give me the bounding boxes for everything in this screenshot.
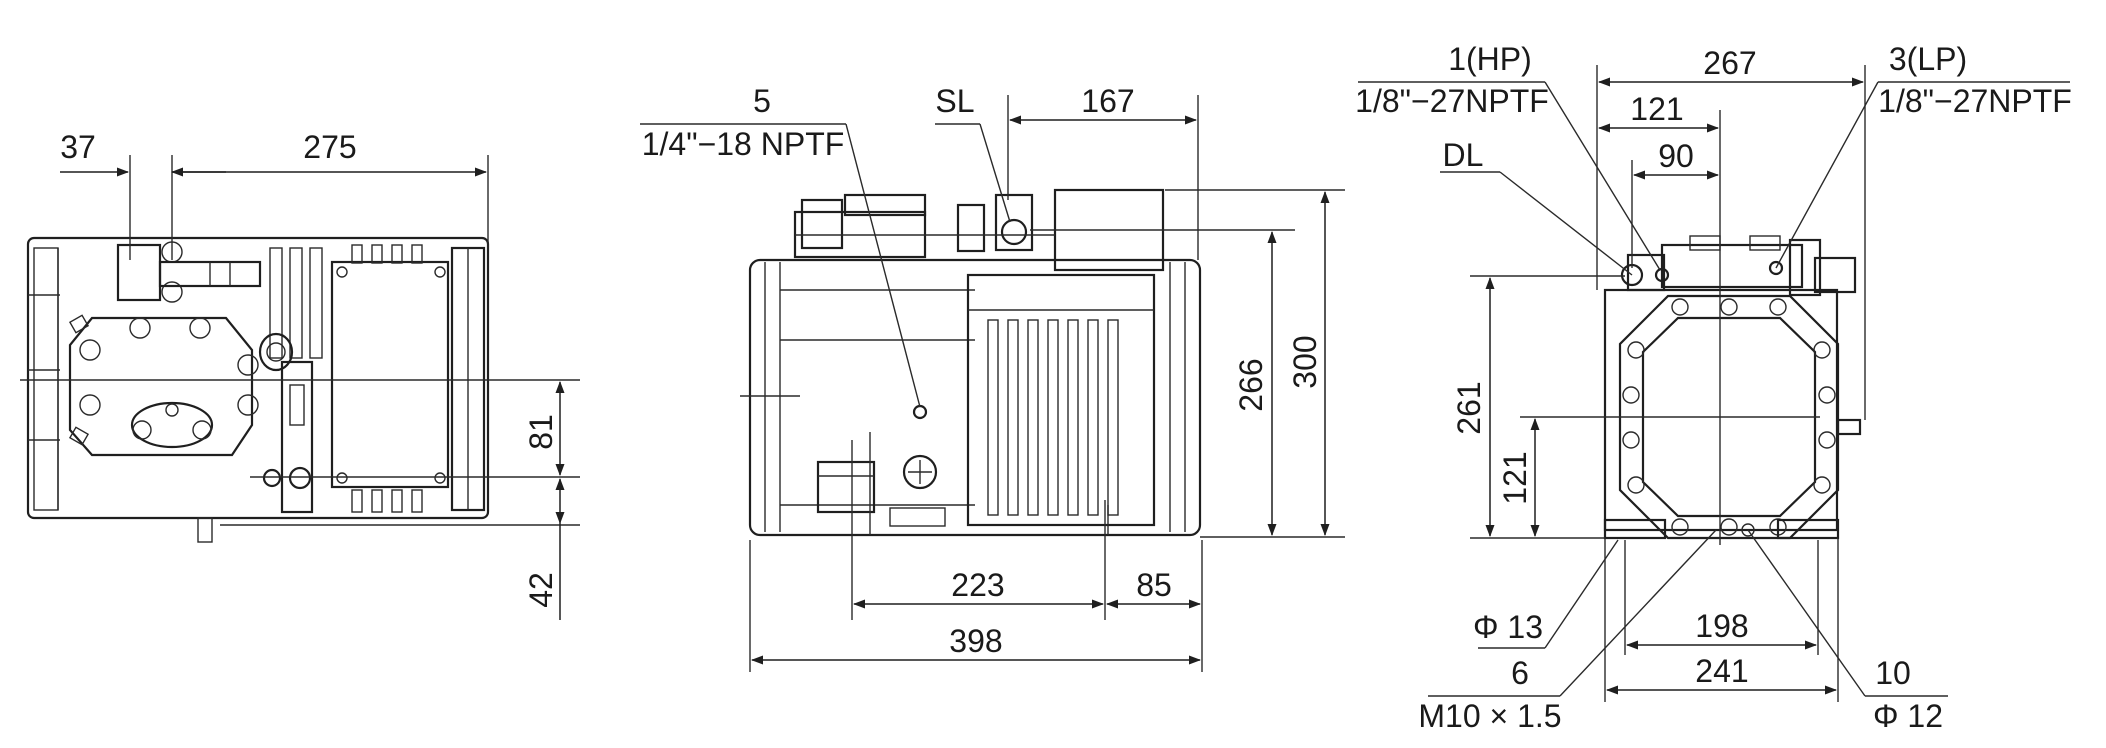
dim-266: 266: [1233, 358, 1269, 411]
dim-241: 241: [1695, 653, 1748, 689]
left-view-body: [26, 236, 490, 543]
dim-300: 300: [1287, 335, 1323, 388]
label-5: 5: [753, 83, 771, 119]
left-view-dimensions: 37 275 81 42: [20, 129, 580, 620]
label-sl: SL: [935, 83, 974, 119]
middle-view: 5 1/4"−18 NPTF SL 167 266 300: [640, 83, 1345, 672]
dim-167: 167: [1081, 83, 1134, 119]
label-phi12: Φ 12: [1873, 698, 1943, 734]
left-view: 37 275 81 42: [20, 129, 580, 620]
dim-398: 398: [949, 623, 1002, 659]
dim-121-top: 121: [1630, 91, 1683, 127]
dim-275: 275: [303, 129, 356, 165]
dim-90: 90: [1658, 138, 1694, 174]
dim-267: 267: [1703, 45, 1756, 81]
label-hp-thread: 1/8"−27NPTF: [1355, 83, 1549, 119]
label-npt: 1/4"−18 NPTF: [642, 126, 845, 162]
dim-198: 198: [1695, 608, 1748, 644]
dim-121-side: 121: [1497, 451, 1533, 504]
dim-261: 261: [1451, 381, 1487, 434]
dim-42: 42: [523, 572, 559, 608]
dim-81: 81: [523, 414, 559, 450]
middle-view-labels: 5 1/4"−18 NPTF SL 167 266 300: [640, 83, 1345, 672]
label-lp-thread: 1/8"−27NPTF: [1878, 83, 2072, 119]
right-view: 1(HP) 1/8"−27NPTF 3(LP) 1/8"−27NPTF DL 2…: [1355, 41, 2072, 734]
right-view-body: [1603, 235, 1862, 548]
middle-view-body: [740, 188, 1202, 537]
dim-37: 37: [60, 129, 96, 165]
label-phi13: Φ 13: [1473, 609, 1543, 645]
dim-85: 85: [1136, 567, 1172, 603]
right-view-labels: 1(HP) 1/8"−27NPTF 3(LP) 1/8"−27NPTF DL 2…: [1355, 41, 2072, 734]
label-dl: DL: [1443, 137, 1484, 173]
label-m10: M10 × 1.5: [1418, 698, 1561, 734]
label-lp: 3(LP): [1889, 41, 1967, 77]
label-hp: 1(HP): [1448, 41, 1532, 77]
dim-223: 223: [951, 567, 1004, 603]
label-10: 10: [1875, 655, 1911, 691]
label-6: 6: [1511, 655, 1529, 691]
